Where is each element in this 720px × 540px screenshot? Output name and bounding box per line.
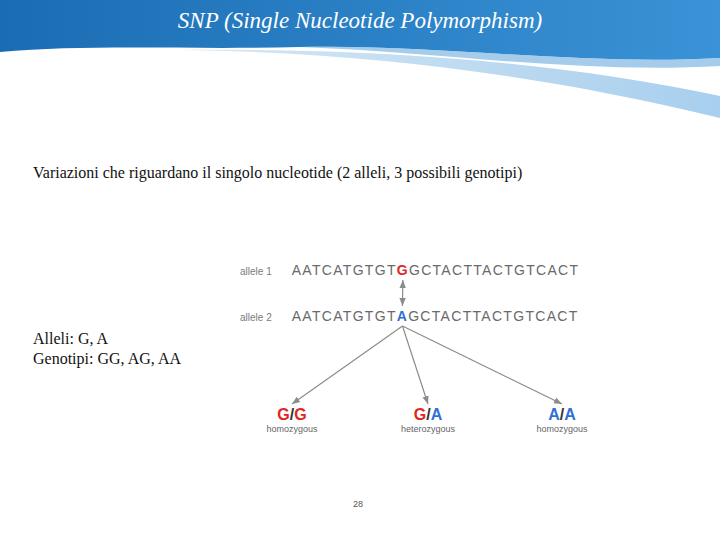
zygosity-label: homozygous <box>266 424 317 434</box>
allele-letter: A <box>548 406 560 423</box>
genotype: A/Ahomozygous <box>534 406 589 434</box>
genotype-letters: G/A <box>401 406 455 424</box>
allele-label: allele 2 <box>240 312 272 323</box>
body-text: Alleli: G, A <box>33 330 108 348</box>
allele-label: allele 1 <box>240 266 272 277</box>
genotype: G/Ghomozygous <box>264 406 319 434</box>
allele-letter: A <box>431 406 443 423</box>
sequence: AATCATGTGT <box>292 262 397 278</box>
sequence: GCTACTTACTGTCACT <box>409 262 579 278</box>
sequence: GCTACTTACTGTCACT <box>408 308 578 324</box>
genotype: G/Aheterozygous <box>399 406 457 434</box>
allele-letter: G <box>294 406 306 423</box>
banner-swoosh <box>300 47 720 68</box>
banner-band <box>0 0 720 60</box>
connector-arrow <box>402 326 428 404</box>
slash: / <box>290 406 294 423</box>
genotype-letters: G/G <box>266 406 317 424</box>
zygosity-label: homozygous <box>536 424 587 434</box>
snp-base: G <box>397 262 409 278</box>
snp-base: A <box>397 308 408 324</box>
zygosity-label: heterozygous <box>401 424 455 434</box>
page-number: 28 <box>353 499 363 509</box>
allele-sequence: allele 1 AATCATGTGTGGCTACTTACTGTCACT <box>240 262 579 278</box>
allele-letter: G <box>414 406 426 423</box>
connector-arrow <box>292 326 402 404</box>
allele-sequence: allele 2 AATCATGTGTAGCTACTTACTGTCACT <box>240 308 579 324</box>
connector-arrow <box>402 326 562 404</box>
sequence: AATCATGTGT <box>292 308 397 324</box>
slash: / <box>560 406 564 423</box>
slash: / <box>426 406 430 423</box>
slide-title: SNP (Single Nucleotide Polymorphism) <box>0 8 720 34</box>
allele-letter: G <box>277 406 289 423</box>
body-text: Genotipi: GG, AG, AA <box>33 350 181 368</box>
allele-letter: A <box>564 406 576 423</box>
connector-arrow <box>402 280 404 306</box>
body-text: Variazioni che riguardano il singolo nuc… <box>33 164 522 182</box>
genotype-letters: A/A <box>536 406 587 424</box>
